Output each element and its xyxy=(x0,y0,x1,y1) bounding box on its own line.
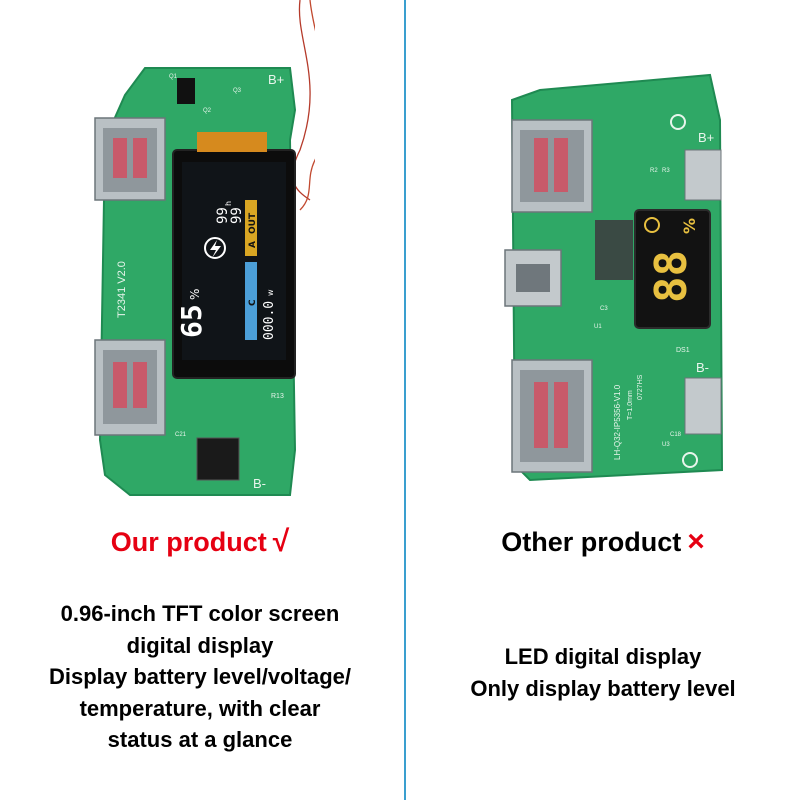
screen-bottom-unit: w xyxy=(266,289,275,296)
silkscreen-u1: U1 xyxy=(594,324,602,330)
silkscreen-q2: Q2 xyxy=(203,108,212,114)
screen-top-unit: h xyxy=(224,201,233,206)
description-line: status at a glance xyxy=(107,727,293,752)
silkscreen-r2: R2 xyxy=(650,168,658,174)
screen-top-value-2: 99 xyxy=(229,207,245,224)
silkscreen-b-minus: B- xyxy=(696,360,709,375)
other-product-heading: Other product× xyxy=(406,525,800,559)
description-line: digital display xyxy=(126,632,274,658)
our-product-heading-text: Our product xyxy=(110,527,267,557)
description-line: LED digital display xyxy=(504,644,702,669)
silkscreen-q1: Q1 xyxy=(169,74,178,80)
screen-out-label-a: A xyxy=(248,241,258,248)
screen-bottom-value: 000.0 xyxy=(262,301,277,340)
silkscreen-ds1: DS1 xyxy=(676,347,690,354)
center-divider xyxy=(404,0,406,800)
screen-out-label: OUT xyxy=(248,212,258,234)
silkscreen-board-version: T2341 V2.0 xyxy=(116,261,128,318)
silkscreen-board-model: LH-Q32-IP5356-V1.0 xyxy=(613,384,622,460)
screen-percent-unit: % xyxy=(188,289,202,300)
screen-percent: 65 xyxy=(175,304,208,338)
our-product-board-image: 65 % 99 99 h A OUT C 000.0 w B+ B- Q1 Q2… xyxy=(94,0,315,496)
silkscreen-date-code: 0727HS xyxy=(637,374,644,400)
screen-c-label: C xyxy=(248,299,258,306)
description-line: Display battery level/voltage/ xyxy=(48,664,352,689)
silkscreen-thickness: T=1.0mm xyxy=(627,390,634,420)
silkscreen-c3: C3 xyxy=(600,306,608,312)
silkscreen-q3: Q3 xyxy=(233,88,242,94)
check-icon: √ xyxy=(272,525,290,558)
description-line: Only display battery level xyxy=(470,675,736,701)
description-line: temperature, with clear xyxy=(79,695,321,721)
silkscreen-c18: C18 xyxy=(670,432,682,438)
other-product-board-image: 88 % B+ B- R2 R3 C3 U1 U3 C18 DS1 LH-Q32… xyxy=(504,73,724,482)
our-product-description: 0.96-inch TFT color screen digital displ… xyxy=(0,598,400,756)
our-product-panel: 65 % 99 99 h A OUT C 000.0 w B+ B- Q1 Q2… xyxy=(0,0,400,756)
description-line: 0.96-inch TFT color screen xyxy=(60,601,340,626)
screen-top-value-1: 99 xyxy=(215,207,231,224)
silkscreen-c21: C21 xyxy=(175,432,187,438)
led-digits: 88 xyxy=(646,250,697,303)
silkscreen-r3: R3 xyxy=(662,168,670,174)
led-unit: % xyxy=(680,218,699,234)
silkscreen-b-plus: B+ xyxy=(698,130,714,145)
silkscreen-b-plus: B+ xyxy=(268,72,284,87)
silkscreen-r13: R13 xyxy=(271,393,284,400)
other-product-description: LED digital display Only display battery… xyxy=(406,641,800,704)
silkscreen-b-minus: B- xyxy=(253,476,266,491)
cross-icon: × xyxy=(687,525,705,558)
other-product-panel: 88 % B+ B- R2 R3 C3 U1 U3 C18 DS1 LH-Q32… xyxy=(406,0,800,800)
other-product-heading-text: Other product xyxy=(501,527,682,557)
silkscreen-u3: U3 xyxy=(662,442,670,448)
our-product-heading: Our product√ xyxy=(0,525,400,559)
